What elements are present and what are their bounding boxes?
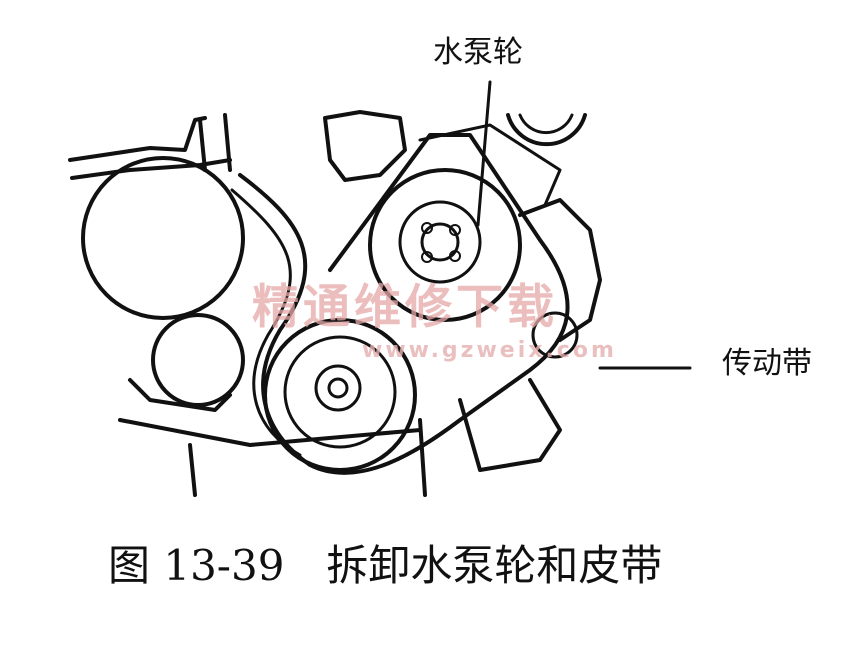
water-pump-pulley <box>368 168 522 322</box>
alternator-pulley <box>81 156 245 320</box>
bolt <box>449 250 461 262</box>
watermark-url: www.gzweix.com <box>362 338 617 363</box>
bolt <box>421 251 433 263</box>
label-drive-belt: 传动带 <box>722 346 812 381</box>
tensioner-pulley <box>531 311 579 359</box>
water-pump-center <box>420 222 460 262</box>
engine-lower-right-wall <box>418 418 427 497</box>
crankshaft-pulley-groove <box>283 335 397 449</box>
label-water-pump-pulley: 水泵轮 <box>433 35 523 70</box>
water-pump-hub <box>398 200 482 284</box>
engine-top-edge <box>70 158 232 180</box>
leader-water-pump <box>476 80 492 227</box>
crank-arc <box>506 113 587 147</box>
watermark-text: 精通维修下载 <box>252 280 558 335</box>
idler-pulley <box>151 313 245 407</box>
engine-vertical-post-left <box>198 118 207 172</box>
crankshaft-pulley-hub <box>314 364 362 412</box>
engine-housing-outline <box>68 116 207 162</box>
idler-bracket <box>128 378 232 412</box>
drive-belt-upper-run <box>418 123 562 207</box>
engine-bracket-top <box>323 110 407 182</box>
crank-arc-inner <box>518 113 574 135</box>
tensioner-body <box>518 198 602 342</box>
engine-vertical-post-right <box>223 113 232 172</box>
engine-lower-left-wall <box>188 443 197 497</box>
figure-caption: 图 13-39 拆卸水泵轮和皮带 <box>108 541 663 590</box>
drive-belt-inner <box>230 188 302 457</box>
oil-filter <box>458 378 562 472</box>
bolt <box>449 224 461 236</box>
bolt <box>421 222 433 234</box>
drive-belt-outer <box>238 133 570 475</box>
crankshaft-pulley-center <box>327 377 349 399</box>
engine-bottom-line <box>118 418 422 447</box>
